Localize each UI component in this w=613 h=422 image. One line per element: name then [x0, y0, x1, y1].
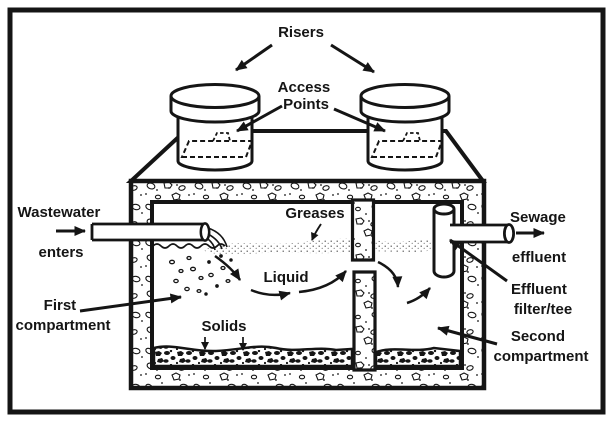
- access-hatch-right-handle: [402, 132, 421, 142]
- wastewater-droplets: [168, 254, 233, 296]
- greases-label: Greases: [285, 205, 344, 222]
- baffle-lower: [352, 270, 377, 372]
- risers-label: Risers: [278, 24, 324, 41]
- first-compartment-label: First compartment: [15, 297, 110, 334]
- sludge-layer-first: [152, 345, 354, 368]
- flow-arrow-2: [250, 288, 291, 301]
- riser-right: [359, 83, 451, 172]
- outlet-pipe-end: [502, 223, 515, 244]
- access-points-arrow-left: [236, 104, 283, 133]
- flow-arrow-4: [377, 260, 403, 288]
- first-compartment-label-line1: First: [44, 297, 77, 314]
- access-points-label-line1: Access: [278, 79, 331, 96]
- access-points-label: Access Points: [278, 79, 335, 113]
- sewage-effluent-label-line2: effluent: [512, 249, 566, 266]
- wastewater-label-line2: enters: [38, 244, 83, 261]
- outlet-pipe: [450, 223, 515, 244]
- effluent-filter-label-line2: filter/tee: [514, 301, 572, 318]
- second-compartment-label: Second compartment: [493, 328, 588, 365]
- flow-arrow-1: [214, 254, 242, 281]
- flow-arrow-3: [298, 270, 347, 294]
- wastewater-enters-label: Wastewater enters: [18, 204, 105, 261]
- baffle-upper: [350, 198, 376, 262]
- riser-left: [169, 83, 261, 172]
- access-hatch-left-handle: [212, 132, 231, 142]
- solids-label: Solids: [201, 318, 246, 335]
- greases-arrow: [311, 223, 322, 241]
- water-splash: [207, 227, 228, 251]
- solids-arrows: [201, 337, 247, 351]
- access-hatch-right: [370, 140, 444, 158]
- effluent-filter-arrow: [449, 238, 508, 283]
- risers-arrow-left: [235, 43, 273, 72]
- sewage-effluent-label-line1: Sewage: [510, 209, 566, 226]
- liquid-flow-arrows: [214, 254, 431, 305]
- sewage-effluent-label: Sewage effluent: [510, 209, 570, 266]
- effluent-filter-tee-label: Effluent filter/tee: [511, 281, 572, 318]
- riser-left-lid: [169, 83, 261, 109]
- sludge-layer-second: [374, 346, 462, 368]
- first-compartment-label-line2: compartment: [15, 317, 110, 334]
- first-compartment-arrow: [79, 293, 182, 313]
- water-surface: [152, 243, 226, 249]
- wastewater-label-line1: Wastewater: [18, 204, 101, 221]
- risers-arrow-right: [330, 43, 375, 74]
- grease-scum-layer: [203, 238, 433, 255]
- riser-right-lid: [359, 83, 451, 109]
- second-compartment-label-line2: compartment: [493, 348, 588, 365]
- inlet-pipe: [90, 222, 228, 251]
- access-points-arrow-right: [333, 107, 386, 133]
- flow-arrow-5: [406, 287, 431, 305]
- inlet-pipe-end: [199, 222, 211, 242]
- riser-left-base: [176, 160, 254, 172]
- access-points-label-line2: Points: [283, 96, 329, 113]
- liquid-label: Liquid: [264, 269, 309, 286]
- effluent-tee-pipe: [432, 202, 456, 279]
- label-arrows: [56, 43, 545, 346]
- second-compartment-arrow: [437, 325, 498, 346]
- access-hatch-left: [180, 140, 254, 158]
- second-compartment-label-line1: Second: [511, 328, 565, 345]
- riser-right-base: [366, 160, 444, 172]
- effluent-filter-label-line1: Effluent: [511, 281, 567, 298]
